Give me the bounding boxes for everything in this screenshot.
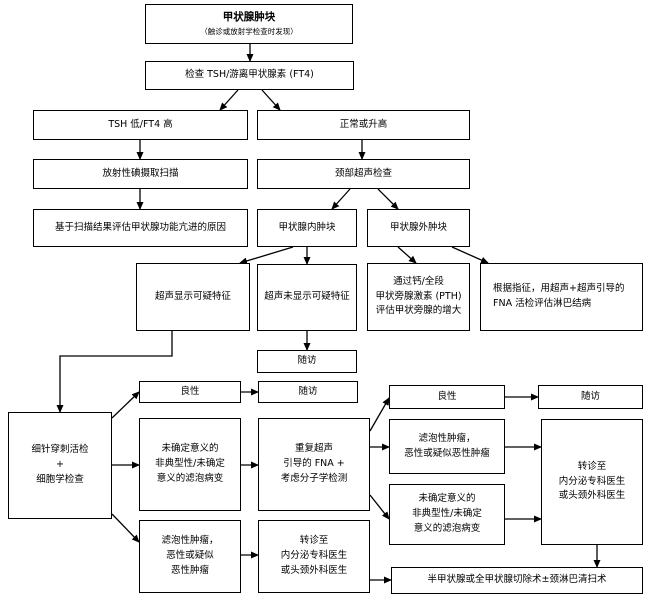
node-benign: 良性 bbox=[139, 381, 241, 403]
node-text: 滤泡性肿瘤， bbox=[418, 432, 476, 444]
arrow bbox=[56, 331, 173, 413]
node-text: 甲状腺内肿块 bbox=[278, 221, 336, 233]
node-follow-up: 随访 bbox=[257, 350, 357, 373]
node-text: 正常或升高 bbox=[339, 118, 388, 130]
arrow bbox=[331, 188, 351, 210]
node-follicular-neoplasm: 滤泡性肿瘤， 恶性或疑似 恶性肿瘤 bbox=[139, 520, 241, 593]
node-text: 半甲状腺或全甲状腺切除术±颈淋巴清扫术 bbox=[427, 574, 607, 586]
node-thyroid-nodule: 甲状腺肿块 （触诊或放射学检查时发现） bbox=[145, 4, 353, 44]
node-text: 随访 bbox=[298, 385, 318, 397]
node-text: + bbox=[56, 459, 64, 471]
node-aus-flus: 未确定意义的 非典型性/未确定 意义的滤泡病变 bbox=[389, 484, 505, 545]
node-aus-flus: 未确定意义的 非典型性/未确定 意义的滤泡病变 bbox=[139, 418, 241, 511]
node-evaluate-hyperthyroid: 基于扫描结果评估甲状腺功能亢进的原因 bbox=[33, 209, 248, 247]
node-text: 转诊至 bbox=[299, 535, 329, 547]
arrow bbox=[369, 397, 390, 432]
node-text: 良性 bbox=[437, 390, 457, 402]
node-text: 恶性肿瘤 bbox=[170, 564, 209, 576]
node-text: 基于扫描结果评估甲状腺功能亢进的原因 bbox=[54, 221, 226, 233]
arrow bbox=[397, 246, 417, 264]
arrow bbox=[111, 391, 140, 419]
node-text: 通过钙/全段 bbox=[393, 275, 444, 287]
node-text: TSH 低/FT4 高 bbox=[108, 118, 173, 130]
node-text: 或头颈外科医生 bbox=[558, 490, 626, 502]
node-neck-ultrasound: 颈部超声检查 bbox=[257, 159, 470, 189]
node-text: 滤泡性肿瘤， bbox=[161, 535, 219, 547]
node-text: 放射性碘摄取扫描 bbox=[102, 167, 179, 179]
node-text: 根据指征，用超声+超声引导的 bbox=[493, 283, 625, 295]
node-text: 超声未显示可疑特征 bbox=[264, 291, 350, 303]
node-text: 未确定意义的 bbox=[418, 493, 476, 505]
arrow bbox=[239, 246, 294, 265]
node-text: 超声显示可疑特征 bbox=[154, 290, 231, 302]
node-text: 良性 bbox=[180, 385, 200, 397]
arrow bbox=[377, 188, 399, 210]
node-text: 非典型性/未确定 bbox=[412, 508, 482, 520]
node-text: 随访 bbox=[297, 355, 317, 367]
node-text: 甲状腺外肿块 bbox=[389, 221, 447, 233]
node-text: 或头颈外科医生 bbox=[280, 564, 348, 576]
node-refer-specialist: 转诊至 内分泌专科医生 或头颈外科医生 bbox=[258, 520, 370, 593]
node-text: 内分泌专科医生 bbox=[280, 550, 348, 562]
node-text: 随访 bbox=[580, 390, 600, 402]
node-text: 意义的滤泡病变 bbox=[156, 472, 224, 484]
node-text: 评估甲状旁腺的增大 bbox=[375, 305, 462, 317]
node-text: 细胞学检查 bbox=[36, 473, 84, 485]
node-follicular-neoplasm: 滤泡性肿瘤， 恶性或疑似恶性肿瘤 bbox=[389, 419, 505, 474]
node-text: 颈部超声检查 bbox=[334, 167, 392, 179]
node-text: 恶性或疑似恶性肿瘤 bbox=[404, 447, 490, 459]
node-title: 甲状腺肿块 bbox=[222, 10, 276, 23]
node-text: 恶性或疑似 bbox=[166, 550, 214, 562]
node-text: 重复超声 bbox=[294, 443, 333, 455]
node-text: 甲状旁腺激素 (PTH) bbox=[375, 290, 462, 302]
node-radioiodine-scan: 放射性碘摄取扫描 bbox=[33, 159, 248, 189]
node-text: 内分泌专科医生 bbox=[558, 475, 626, 487]
node-extrathyroid-mass: 甲状腺外肿块 bbox=[367, 209, 470, 247]
node-thyroidectomy: 半甲状腺或全甲状腺切除术±颈淋巴清扫术 bbox=[391, 567, 643, 594]
arrow bbox=[451, 246, 489, 264]
node-tsh-low: TSH 低/FT4 高 bbox=[33, 110, 248, 140]
node-pth-evaluation: 通过钙/全段 甲状旁腺激素 (PTH) 评估甲状旁腺的增大 bbox=[367, 263, 470, 331]
node-fna-cytology: 细针穿刺活检 + 细胞学检查 bbox=[8, 412, 112, 519]
node-intrathyroid-mass: 甲状腺内肿块 bbox=[257, 209, 357, 247]
node-refer-specialist: 转诊至 内分泌专科医生 或头颈外科医生 bbox=[541, 419, 643, 545]
arrow bbox=[219, 89, 239, 111]
node-check-tsh: 检查 TSH/游离甲状腺素 (FT4) bbox=[145, 61, 354, 90]
node-us-suspicious: 超声显示可疑特征 bbox=[136, 263, 250, 331]
node-normal-high: 正常或升高 bbox=[257, 110, 470, 140]
node-text: 检查 TSH/游离甲状腺素 (FT4) bbox=[185, 69, 314, 81]
node-text: 未确定意义的 bbox=[161, 443, 219, 455]
node-text: FNA 活检评估淋巴结病 bbox=[493, 298, 592, 309]
node-benign: 良性 bbox=[389, 385, 505, 409]
node-fna-lymph-evaluation: 根据指征，用超声+超声引导的 FNA 活检评估淋巴结病 bbox=[480, 263, 643, 331]
node-text: 转诊至 bbox=[577, 460, 607, 472]
node-subtitle: （触诊或放射学检查时发现） bbox=[200, 26, 298, 36]
arrow bbox=[111, 513, 140, 543]
node-text: 考虑分子学检测 bbox=[280, 472, 348, 484]
node-text: 引导的 FNA + bbox=[283, 458, 345, 470]
node-text: 细针穿刺活检 bbox=[31, 444, 89, 456]
node-repeat-fna: 重复超声 引导的 FNA + 考虑分子学检测 bbox=[258, 418, 370, 511]
node-text: 非典型性/未确定 bbox=[155, 458, 225, 470]
arrow bbox=[369, 494, 390, 520]
node-text: 意义的滤泡病变 bbox=[413, 522, 481, 534]
node-follow-up: 随访 bbox=[538, 385, 643, 409]
node-follow-up: 随访 bbox=[258, 381, 358, 403]
node-us-not-suspicious: 超声未显示可疑特征 bbox=[257, 264, 357, 331]
arrow bbox=[261, 89, 281, 111]
